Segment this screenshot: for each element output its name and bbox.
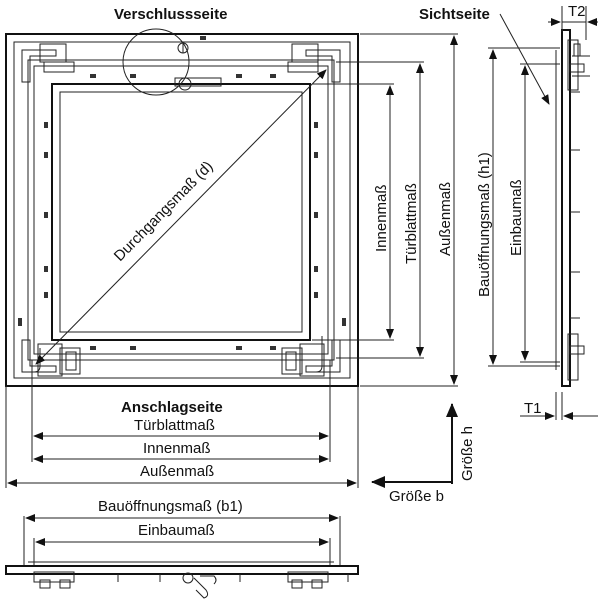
- axis-indicators: Größe h Größe b: [371, 403, 476, 505]
- installation-height-label: Einbaumaß: [508, 179, 525, 256]
- bottom-view: Bauöffnungsmaß (b1) Einbaumaß: [5, 498, 359, 599]
- hinge-side-label: Anschlagseite: [121, 399, 223, 416]
- bracket-top-left: [21, 49, 57, 83]
- bracket-top-right: [305, 49, 341, 83]
- opening-h1-label: Bauöffnungsmaß (h1): [476, 152, 493, 297]
- top-hinge-left-plate: [43, 61, 75, 73]
- top-hinge-right: [291, 43, 319, 63]
- inner-width-label: Innenmaß: [143, 440, 211, 457]
- top-hinge-right-plate: [287, 61, 319, 73]
- t1-label: T1: [524, 400, 542, 417]
- outer-width-label: Außenmaß: [140, 463, 214, 480]
- outer-height-label: Außenmaß: [437, 182, 454, 256]
- installation-width-label: Einbaumaß: [138, 522, 215, 539]
- diagonal-dimension-line: [35, 69, 327, 365]
- door-leaf: [27, 59, 335, 361]
- bottom-lock-knob: [182, 572, 194, 584]
- visible-side-pointer: [499, 13, 550, 105]
- pin-left: [24, 348, 41, 373]
- leaf-width-label: Türblattmaß: [134, 417, 215, 434]
- t2-label: T2: [568, 3, 586, 20]
- pin-right: [306, 336, 323, 373]
- diagonal-label: Durchgangsmaß (d): [111, 158, 217, 265]
- size-b-label: Größe b: [389, 488, 444, 505]
- closure-side-label: Verschlussseite: [114, 6, 227, 23]
- side-bottom-fitting: [567, 333, 579, 381]
- bracket-bottom-right: [305, 339, 341, 373]
- front-view: Durchgangsmaß (d) Innenmaß Türblattmaß A…: [5, 28, 458, 488]
- visible-side-label: Sichtseite: [419, 6, 490, 23]
- side-top-fitting: [567, 39, 579, 91]
- bottom-hinge-right-plan: [287, 571, 329, 583]
- bottom-hinge-left-plan: [33, 571, 75, 583]
- side-frame: [561, 29, 571, 387]
- side-view: Bauöffnungsmaß (h1) Einbaumaß T1: [476, 6, 598, 420]
- inner-panel: [59, 91, 303, 333]
- bottom-lock-handle: [193, 577, 209, 599]
- leaf-height-label: Türblattmaß: [403, 183, 420, 264]
- door-leaf-inner: [33, 65, 329, 355]
- outer-frame: [5, 33, 359, 387]
- bottom-frame: [5, 565, 359, 575]
- inner-opening: [51, 83, 311, 341]
- inner-height-label: Innenmaß: [373, 184, 390, 252]
- top-hinge-left: [39, 43, 67, 63]
- bracket-bottom-left: [21, 339, 57, 373]
- opening-b1-label: Bauöffnungsmaß (b1): [98, 498, 243, 515]
- size-h-label: Größe h: [459, 426, 476, 481]
